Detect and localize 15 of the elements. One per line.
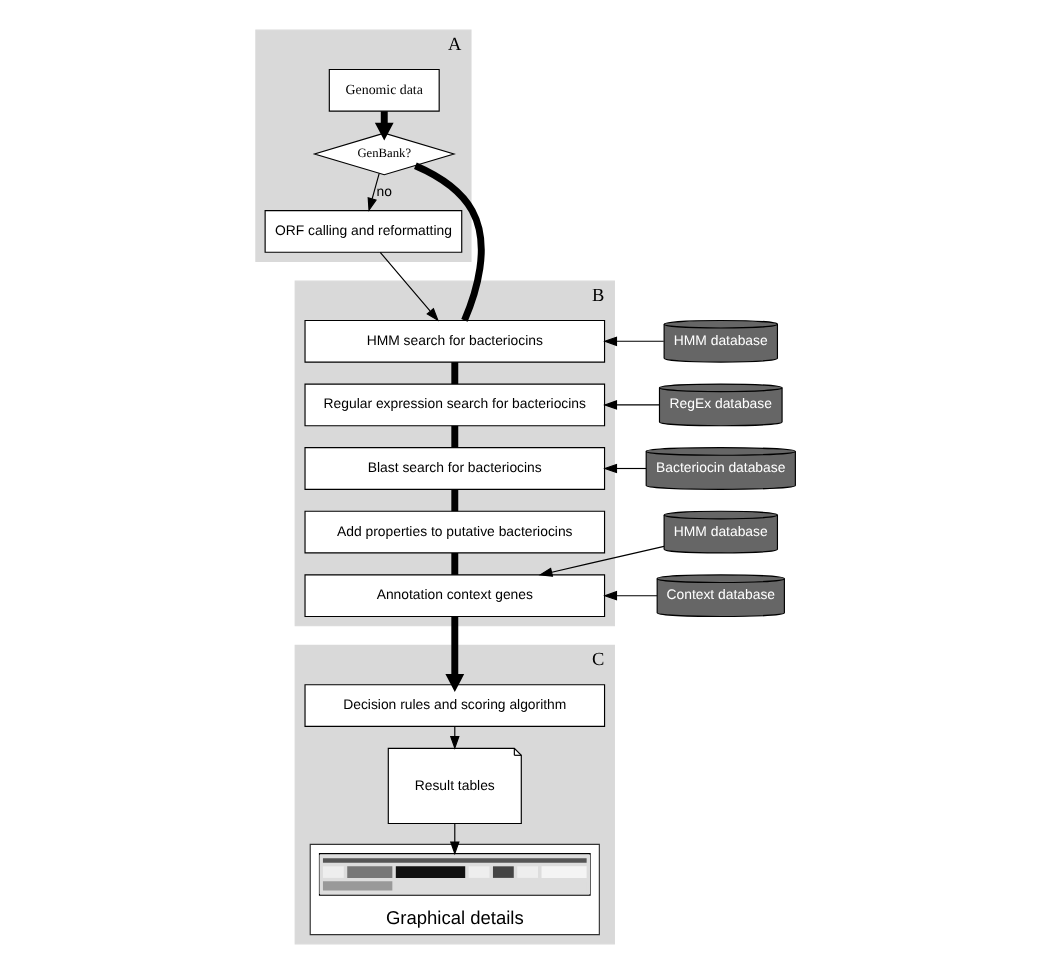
arrow <box>366 172 379 212</box>
arrow <box>602 463 646 474</box>
arrow <box>602 400 659 410</box>
connector <box>450 425 458 448</box>
connector <box>450 362 458 385</box>
arrow <box>602 590 657 601</box>
arrow <box>378 251 438 322</box>
connector <box>450 489 458 512</box>
connector <box>450 553 458 575</box>
arrow <box>602 336 664 347</box>
connector <box>412 162 484 322</box>
arrow <box>444 616 464 692</box>
arrow <box>448 823 459 856</box>
arrow <box>537 545 664 577</box>
arrow <box>448 725 459 750</box>
